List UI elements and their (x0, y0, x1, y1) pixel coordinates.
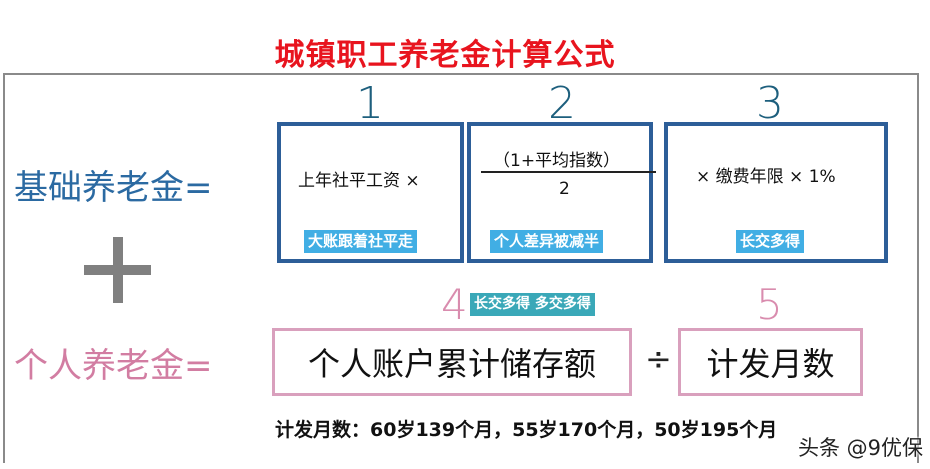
component-box-3: × 缴费年限 × 1% 长交多得 (664, 122, 888, 263)
divide-sign: ÷ (645, 340, 672, 378)
page-title: 城镇职工养老金计算公式 (0, 30, 930, 74)
component-numerator-2: （1+平均指数） (493, 151, 621, 171)
component-tag-2: 个人差异被减半 (490, 230, 604, 253)
component-box-1: 上年社平工资 × 大账跟着社平走 (277, 122, 464, 263)
formula-frame (3, 73, 919, 463)
basic-pension-label: 基础养老金= (14, 168, 213, 208)
step-number-5: 5 (756, 280, 783, 329)
title-text: 城镇职工养老金计算公式 (274, 38, 616, 73)
personal-pension-label: 个人养老金= (14, 346, 213, 386)
component-box-2: （1+平均指数） 2 个人差异被减半 (467, 122, 656, 263)
plus-icon (84, 265, 151, 275)
step-number-3: 3 (756, 78, 784, 129)
component-text-4: 个人账户累计储存额 (307, 345, 596, 383)
watermark: 头条 @9优保 (798, 436, 924, 460)
payout-months-note: 计发月数：60岁139个月，55岁170个月，50岁195个月 (275, 419, 778, 441)
step-number-2: 2 (548, 78, 576, 129)
component-tag-4: 长交多得 多交多得 (470, 293, 595, 316)
component-tag-3: 长交多得 (736, 230, 805, 253)
component-text-5: 计发月数 (706, 345, 835, 383)
step-number-4: 4 (441, 280, 468, 329)
component-formula-1: 上年社平工资 × (298, 171, 420, 191)
step-number-1: 1 (356, 78, 384, 129)
component-box-4: 个人账户累计储存额 (272, 328, 632, 396)
component-box-5: 计发月数 (678, 328, 863, 396)
component-denominator-2: 2 (559, 179, 570, 199)
component-tag-1: 大账跟着社平走 (304, 230, 418, 253)
component-formula-3: × 缴费年限 × 1% (696, 167, 836, 187)
fraction-bar (481, 171, 656, 173)
